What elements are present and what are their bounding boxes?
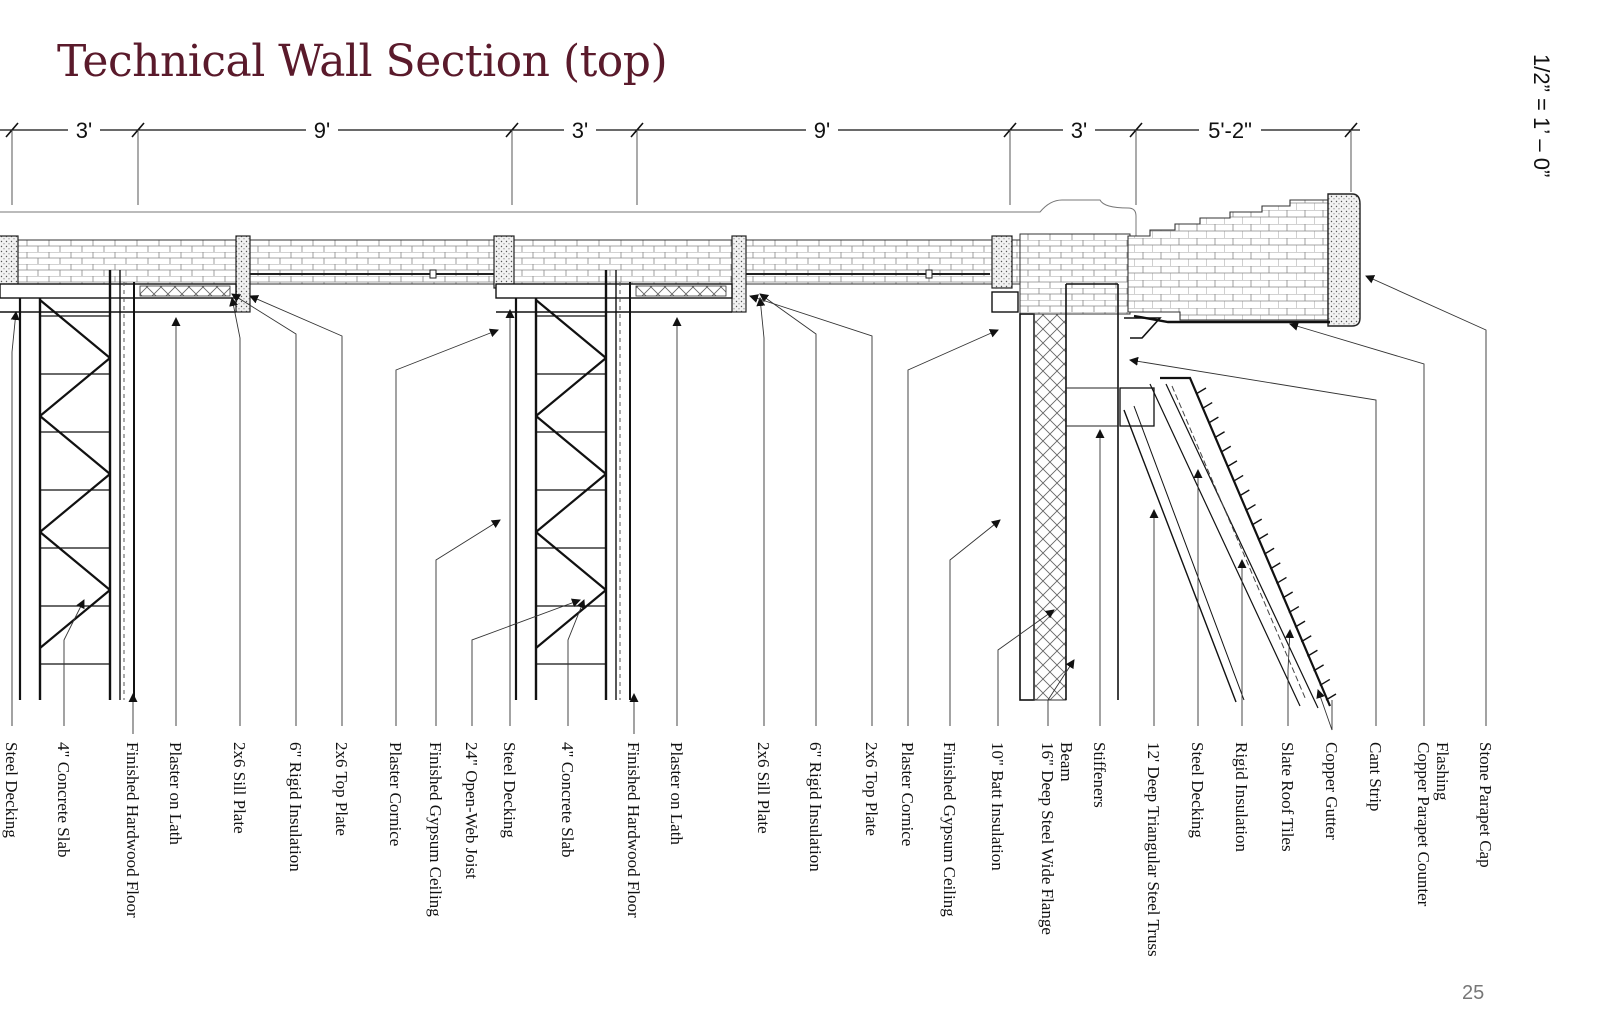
callout-labels: Steel Decking 4" Concrete Slab Finished Ha… [2,742,1495,957]
callout-text: Steel Decking [1188,742,1207,838]
sloped-roof [1123,376,1337,709]
callout-text: 2x6 Sill Plate [230,742,249,834]
callout-text: Steel Decking [2,742,21,838]
callout-label: Stone Parapet Cap [1476,742,1495,868]
callout-label: Cant Strip [1366,742,1385,811]
callout-label: Slate Roof Tiles [1278,742,1297,852]
callout-text: Finished Hardwood Floor [624,742,643,918]
callout-label: 6" Rigid Insulation [286,742,305,872]
callout-label: Copper Gutter [1322,742,1341,840]
callout-text: Plaster on Lath [667,742,686,845]
scale-note: 1/2” = 1’ – 0” [1529,54,1554,178]
wall-layers [1019,283,1162,701]
dimension-label: 9' [814,118,830,143]
callout-text: Plaster Cornice [898,742,917,846]
callout-label: 2x6 Top Plate [332,742,351,836]
callout-text: 4" Concrete Slab [558,742,577,858]
floor-bay [493,235,990,700]
callout-label: 10" Batt Insulation [988,742,1007,871]
callout-text: Plaster on Lath [166,742,185,845]
callout-text: Copper Gutter [1322,742,1341,840]
callout-text: Finished Gypsum Ceiling [940,742,959,917]
callout-text: 6" Rigid Insulation [286,742,305,872]
callout-text: 12' Deep Triangular Steel Truss [1144,742,1163,957]
dimension-label: 5'-2" [1208,118,1252,143]
dimension-label: 3' [572,118,588,143]
callout-text: Stone Parapet Cap [1476,742,1495,868]
callout-text: Beam [1057,742,1076,782]
callout-text: Cant Strip [1366,742,1385,811]
callout-text: Copper Parapet Counter [1414,742,1433,907]
callout-text: 2x6 Top Plate [332,742,351,836]
callout-label: Plaster on Lath [166,742,185,845]
callout-text: Slate Roof Tiles [1278,742,1297,852]
callout-label: Stiffeners [1090,742,1109,808]
callout-label: Plaster Cornice [898,742,917,846]
callout-label: 4" Concrete Slab [558,742,577,858]
callout-label: Finished Hardwood Floor [123,742,142,918]
callout-label: Plaster Cornice [386,742,405,846]
stone-parapet [1127,193,1361,327]
page-title: Technical Wall Section (top) [57,36,668,87]
callout-label: 4" Concrete Slab [54,742,73,858]
callout-text: 24" Open-Web Joist [462,742,481,879]
callout-text: Rigid Insulation [1232,742,1251,853]
callout-label: 24" Open-Web Joist [462,742,481,879]
top-wall-profile [0,199,1137,240]
floor-bay [991,235,1019,313]
callout-text: 10" Batt Insulation [988,742,1007,871]
callout-label: 2x6 Top Plate [862,742,881,836]
callout-label: Steel Decking [2,742,21,838]
callout-label: 2x6 Sill Plate [230,742,249,834]
callout-label: Finished Gypsum Ceiling [940,742,959,917]
callout-text: 16" Deep Steel Wide Flange [1038,742,1057,935]
dimension-label: 3' [1071,118,1087,143]
callout-text: 4" Concrete Slab [54,742,73,858]
callout-text: 2x6 Top Plate [862,742,881,836]
callout-label: Finished Gypsum Ceiling [426,742,445,917]
callout-text: 2x6 Sill Plate [754,742,773,834]
dimension-string: 3' 9' 3' 9' 3' 5'-2" [0,116,1360,143]
callout-label: 2x6 Sill Plate [754,742,773,834]
callout-text: Steel Decking [500,742,519,838]
callout-text: 6" Rigid Insulation [806,742,825,872]
callout-label: 12' Deep Triangular Steel Truss [1144,742,1163,957]
callout-text: Plaster Cornice [386,742,405,846]
dimension-extension-lines [11,130,1352,205]
dimension-label: 9' [314,118,330,143]
floor-bay [0,235,494,700]
callout-leaders [10,275,1487,734]
callout-text: Stiffeners [1090,742,1109,808]
page-number: 25 [1462,982,1485,1004]
callout-label: 6" Rigid Insulation [806,742,825,872]
callout-label: Finished Hardwood Floor [624,742,643,918]
callout-label: Rigid Insulation [1232,742,1251,853]
callout-text: Finished Hardwood Floor [123,742,142,918]
floor-assemblies [0,235,1019,700]
callout-label: Plaster on Lath [667,742,686,845]
callout-text: Finished Gypsum Ceiling [426,742,445,917]
callout-text: Flashing [1433,742,1452,801]
callout-label: Steel Decking [500,742,519,838]
dimension-label: 3' [76,118,92,143]
callout-label: Steel Decking [1188,742,1207,838]
